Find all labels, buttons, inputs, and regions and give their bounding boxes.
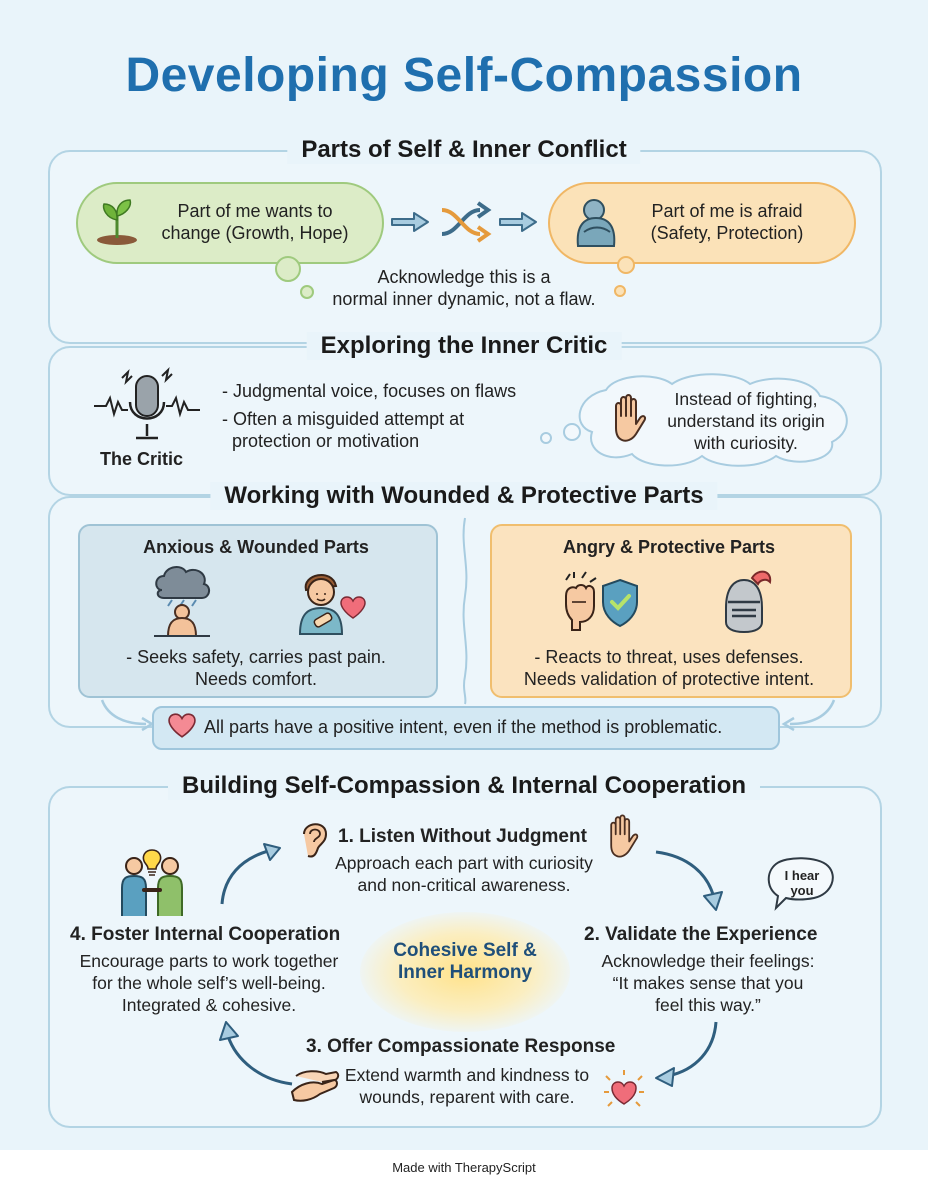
step2-line2: “It makes sense that you	[612, 973, 804, 993]
ear-icon	[303, 823, 328, 858]
afraid-thought-dots	[614, 256, 635, 297]
step3-line2: wounds, reparent with care.	[359, 1087, 575, 1107]
thought-cloud	[540, 373, 848, 467]
section-heading-parts: Parts of Self & Inner Conflict	[287, 136, 641, 164]
step1-line2: and non-critical awareness.	[357, 875, 571, 895]
center-text: Cohesive Self & Inner Harmony	[360, 940, 570, 984]
anxious-line2: Needs comfort.	[194, 669, 318, 689]
step4-line3: Integrated & cohesive.	[121, 995, 297, 1015]
afraid-line1: Part of me is afraid	[651, 201, 803, 221]
storm-cloud-icon	[154, 566, 210, 637]
sprout-icon	[97, 199, 137, 245]
speech-bubble-icon	[767, 857, 834, 911]
critic-thought-line2: understand its origin	[667, 411, 825, 431]
angry-card	[490, 524, 852, 698]
arrow-right-icon	[499, 212, 537, 232]
acknowledge-text: Acknowledge this is a normal inner dynam…	[300, 266, 628, 310]
section-heading-wounded: Working with Wounded & Protective Parts	[210, 482, 718, 510]
angry-line2: Needs validation of protective intent.	[523, 669, 815, 689]
step2-title: 2. Validate the Experience	[584, 924, 818, 945]
growth-line2: change (Growth, Hope)	[161, 223, 349, 243]
section-heading-building: Building Self-Compassion & Internal Coop…	[167, 772, 761, 800]
page-title: Developing Self-Compassion	[125, 49, 803, 102]
speech-line2: you	[790, 883, 814, 898]
infographic-canvas: Developing Self-Compassion Parts of Self…	[0, 0, 928, 1150]
heart-icon	[168, 713, 196, 738]
positive-intent-note	[152, 706, 780, 750]
cycle-arrow-icon	[219, 1021, 293, 1086]
critic-bullet-2-line1: - Often a misguided attempt at	[222, 409, 465, 429]
divider-wave	[462, 517, 468, 705]
handshake-people-icon	[121, 857, 183, 916]
step3-text: Extend warmth and kindness to wounds, re…	[322, 1064, 612, 1108]
step3-line1: Extend warmth and kindness to	[344, 1065, 590, 1085]
speech-line1: I hear	[784, 868, 820, 883]
anxious-title: Anxious & Wounded Parts	[143, 537, 369, 557]
cycle-arrow-icon	[655, 850, 723, 911]
growth-thought-dots	[275, 256, 314, 299]
center-line2: Inner Harmony	[397, 962, 533, 983]
step2-line3: feel this way.”	[655, 995, 761, 1015]
anxious-text: - Seeks safety, carries past pain. Needs…	[78, 646, 434, 690]
step4-line2: for the whole self’s well-being.	[92, 973, 326, 993]
growth-bubble	[76, 182, 384, 264]
glowing-heart-icon	[604, 1070, 644, 1107]
angry-title: Angry & Protective Parts	[562, 537, 776, 557]
center-glow	[360, 912, 570, 1032]
growth-text: Part of me wants to change (Growth, Hope…	[142, 200, 368, 244]
step4-title: 4. Foster Internal Cooperation	[70, 924, 341, 945]
critic-bullet-1: - Judgmental voice, focuses on flaws	[222, 381, 517, 401]
anxious-line1: - Seeks safety, carries past pain.	[126, 647, 386, 667]
connector-arrow-left	[100, 699, 155, 732]
heart-icon	[340, 596, 366, 619]
step1-text: Approach each part with curiosity and no…	[300, 852, 628, 896]
step4-line1: Encourage parts to work together	[79, 951, 339, 971]
microphone-icon	[94, 366, 200, 440]
anxious-card	[78, 524, 438, 698]
footer-credit: Made with TherapyScript	[392, 1160, 536, 1175]
hugging-person-icon	[576, 199, 616, 247]
critic-bullet-2-line2: protection or motivation	[232, 431, 420, 451]
critic-label: The Critic	[100, 449, 184, 469]
shuffle-icon	[441, 201, 492, 243]
child-bandage-icon	[298, 573, 344, 635]
shield-check-icon	[602, 578, 638, 628]
center-line1: Cohesive Self &	[393, 940, 537, 961]
step2-line1: Acknowledge their feelings:	[601, 951, 815, 971]
critic-thought-line1: Instead of fighting,	[674, 389, 818, 409]
positive-intent-text: All parts have a positive intent, even i…	[204, 717, 723, 737]
knight-helmet-icon	[725, 570, 772, 634]
afraid-text: Part of me is afraid (Safety, Protection…	[614, 200, 840, 244]
growth-line1: Part of me wants to	[177, 201, 333, 221]
stop-hand-icon	[610, 814, 639, 858]
step3-title: 3. Offer Compassionate Response	[306, 1036, 616, 1057]
speech-text: I hear you	[772, 868, 832, 898]
critic-thought-line3: with curiosity.	[694, 433, 798, 453]
lightbulb-icon	[142, 849, 162, 876]
angry-line1: - Reacts to threat, uses defenses.	[534, 647, 804, 667]
fist-icon	[565, 571, 597, 631]
acknowledge-line2: normal inner dynamic, not a flaw.	[332, 289, 596, 309]
arrow-right-icon	[391, 212, 429, 232]
cycle-arrow-icon	[220, 843, 281, 905]
step1-line1: Approach each part with curiosity	[335, 853, 593, 873]
step2-text: Acknowledge their feelings: “It makes se…	[568, 950, 848, 1016]
step1-title: 1. Listen Without Judgment	[338, 826, 587, 847]
angry-text: - Reacts to threat, uses defenses. Needs…	[490, 646, 848, 690]
critic-thought-text: Instead of fighting, understand its orig…	[646, 388, 846, 454]
cycle-arrow-icon	[655, 1021, 718, 1087]
acknowledge-line1: Acknowledge this is a	[377, 267, 551, 287]
connector-arrow-right	[781, 699, 836, 732]
afraid-line2: (Safety, Protection)	[650, 223, 804, 243]
caring-hands-icon	[290, 1070, 340, 1102]
stop-hand-icon	[615, 394, 647, 442]
section-heading-critic: Exploring the Inner Critic	[306, 332, 622, 360]
step4-text: Encourage parts to work together for the…	[64, 950, 354, 1016]
critic-bullet-2: - Often a misguided attempt at protectio…	[222, 408, 464, 452]
